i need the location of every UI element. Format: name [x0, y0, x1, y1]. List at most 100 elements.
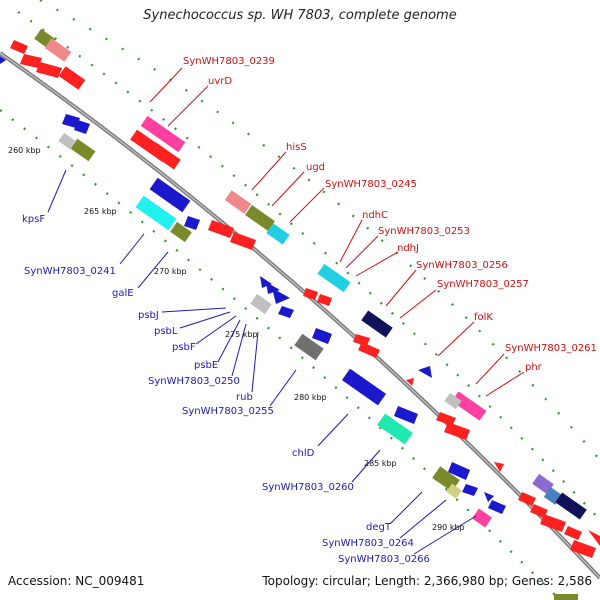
gene-feature	[266, 223, 290, 245]
gene-feature	[488, 500, 506, 514]
gene-feature	[62, 114, 80, 128]
map-title: Synechococcus sp. WH 7803, complete geno…	[143, 8, 457, 23]
gene-feature	[570, 540, 596, 558]
kbp-label: 265 kbp	[84, 207, 117, 216]
gene-feature	[448, 462, 470, 480]
gene-label: uvrD	[208, 76, 232, 87]
kbp-label: 280 kbp	[294, 393, 327, 402]
gene-feature	[494, 462, 504, 472]
leader-line	[231, 323, 247, 377]
leader-line	[345, 235, 379, 269]
leader-line	[251, 151, 287, 191]
gene-label: chlD	[292, 448, 315, 459]
leader-line	[271, 171, 305, 207]
gene-label: psbJ	[138, 310, 159, 321]
leader-line	[179, 311, 231, 329]
gene-label: kpsF	[22, 214, 45, 225]
kbp-tick-labels: 260 kbp 265 kbp 270 kbp 275 kbp 280 kbp …	[8, 146, 465, 532]
gene-label: SynWH7803_0245	[325, 179, 417, 190]
gene-feature	[303, 288, 318, 300]
leader-line	[413, 515, 477, 555]
gene-feature	[540, 514, 566, 532]
gene-feature	[44, 38, 72, 62]
leader-line	[149, 67, 183, 103]
gene-feature	[532, 473, 554, 495]
gene-feature	[74, 120, 90, 134]
gene-feature	[518, 492, 536, 506]
gene-features-reverse	[0, 56, 578, 600]
leader-line	[317, 413, 349, 447]
kbp-label: 270 kbp	[154, 267, 187, 276]
leader-line	[351, 449, 381, 483]
gene-feature	[436, 412, 456, 426]
leader-line	[119, 233, 145, 265]
gene-label: SynWH7803_0256	[416, 260, 508, 271]
leader-line	[399, 499, 447, 539]
gene-label: psbF	[172, 342, 196, 353]
accession-text: Accession: NC_009481	[8, 574, 145, 588]
gene-feature	[361, 310, 393, 338]
gene-label: hisS	[286, 142, 307, 153]
leader-line	[355, 251, 399, 277]
gene-label: SynWH7803_0241	[24, 266, 116, 277]
forward-gene-labels: SynWH7803_0239 uvrD hisS ugd SynWH7803_0…	[183, 56, 597, 373]
gene-feature	[588, 530, 600, 546]
gene-feature	[58, 66, 86, 90]
gene-feature	[10, 40, 28, 54]
leader-line	[47, 169, 67, 213]
gene-feature	[555, 492, 587, 520]
gene-feature	[312, 328, 332, 344]
gene-label: SynWH7803_0261	[505, 343, 597, 354]
gene-label: ndhJ	[397, 243, 419, 254]
leader-line	[195, 315, 237, 345]
gene-feature	[170, 221, 192, 243]
gene-feature	[58, 132, 76, 150]
kbp-label: 260 kbp	[8, 146, 41, 155]
gene-label: SynWH7803_0239	[183, 56, 275, 67]
gene-feature	[230, 232, 256, 250]
gene-feature	[224, 190, 252, 214]
leader-line	[437, 321, 475, 357]
reverse-gene-labels: kpsF SynWH7803_0241 galE psbJ psbL psbF …	[22, 214, 430, 565]
gene-label: psbE	[194, 360, 218, 371]
gene-feature	[564, 526, 582, 540]
gene-label: SynWH7803_0264	[322, 538, 414, 549]
leader-line	[217, 319, 241, 363]
gene-label: SynWH7803_0255	[182, 406, 274, 417]
gene-label: ndhC	[362, 210, 388, 221]
gene-label: SynWH7803_0266	[338, 554, 430, 565]
leader-line	[475, 353, 505, 385]
gene-feature	[418, 366, 432, 378]
leader-line	[167, 85, 209, 127]
gene-feature	[135, 195, 177, 231]
leader-line	[161, 307, 227, 313]
leader-line	[269, 369, 297, 407]
gene-feature	[208, 220, 234, 238]
gene-label: folK	[474, 312, 493, 323]
gene-feature	[184, 216, 200, 230]
gene-label: SynWH7803_0260	[262, 482, 354, 493]
kbp-label: 285 kbp	[364, 459, 397, 468]
gene-feature	[245, 205, 275, 231]
gene-feature	[294, 333, 324, 361]
gene-feature	[149, 177, 191, 213]
gene-label: psbL	[154, 326, 178, 337]
gene-feature	[530, 504, 548, 518]
kbp-label: 275 kbp	[225, 330, 258, 339]
gene-label: SynWH7803_0253	[378, 226, 470, 237]
gene-feature	[317, 294, 332, 306]
gene-label: ugd	[306, 162, 325, 173]
gene-feature	[317, 263, 351, 293]
kbp-label: 290 kbp	[432, 523, 465, 532]
leader-line	[385, 269, 417, 307]
gene-feature	[394, 406, 418, 424]
gene-feature	[36, 62, 62, 78]
gene-feature	[472, 508, 492, 528]
gene-feature	[278, 306, 294, 318]
gene-feature	[0, 56, 6, 64]
gene-feature	[406, 378, 414, 386]
leader-line	[339, 219, 363, 263]
gene-feature	[484, 492, 494, 502]
gene-label: phr	[525, 362, 543, 373]
